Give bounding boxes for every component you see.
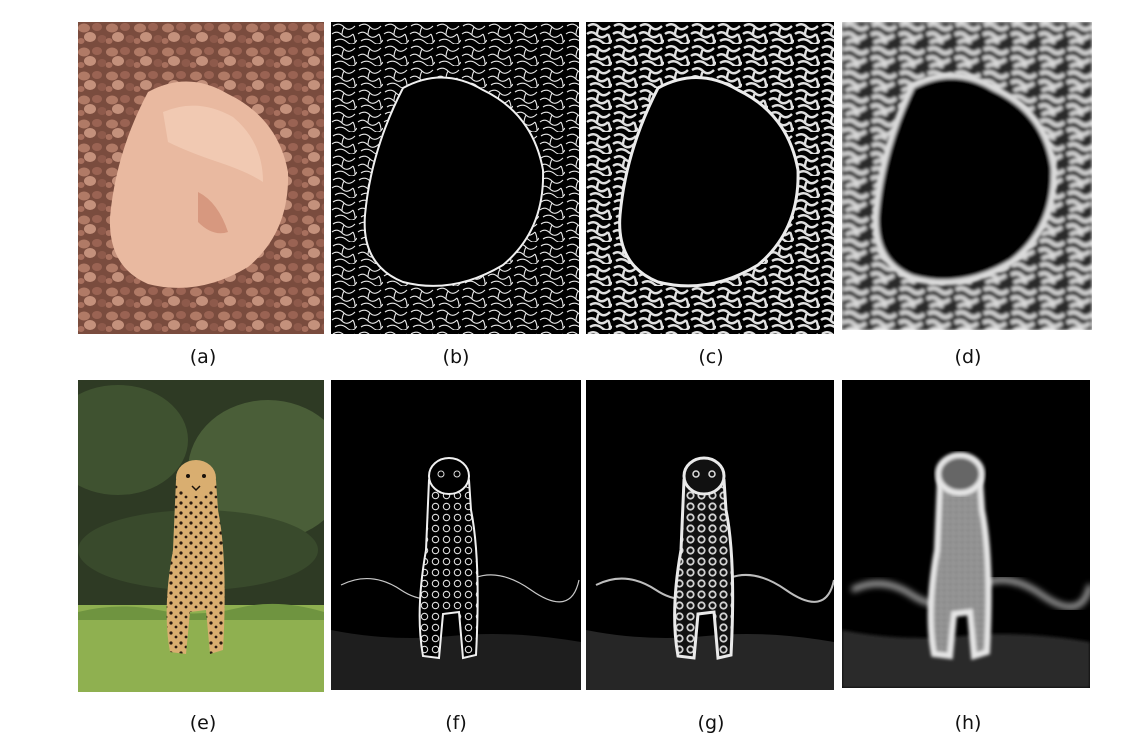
- caption-h: (h): [954, 712, 982, 734]
- panel-b-rock-edge-map: [331, 22, 579, 334]
- caption-a: (a): [189, 346, 217, 368]
- caption-e: (e): [189, 712, 217, 734]
- caption-f: (f): [445, 712, 467, 734]
- panel-h-cheetah-edge-map: [842, 380, 1090, 688]
- caption-c: (c): [698, 346, 724, 368]
- panel-c-rock-edge-map: [586, 22, 834, 334]
- panel-a-rock-photo: [78, 22, 324, 334]
- panel-d-rock-edge-map: [842, 22, 1092, 330]
- panel-g-cheetah-edge-map: [586, 380, 834, 690]
- panel-e-cheetah-photo: [78, 380, 324, 692]
- caption-b: (b): [442, 346, 470, 368]
- caption-g: (g): [697, 712, 725, 734]
- panel-f-cheetah-edge-map: [331, 380, 581, 690]
- caption-d: (d): [954, 346, 982, 368]
